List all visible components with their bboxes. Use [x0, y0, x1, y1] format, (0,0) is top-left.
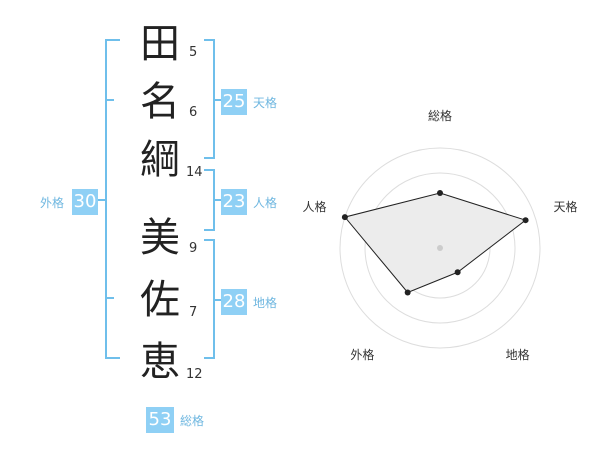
radar-ring-3 — [364, 172, 516, 324]
radar-axis-label-5: 人格 — [302, 199, 326, 214]
radar-point-2 — [522, 217, 529, 224]
radar-area — [344, 192, 527, 294]
name-char-4: 美 — [140, 215, 180, 261]
gaikaku-bracket — [98, 39, 120, 359]
name-char-6: 恵 — [140, 339, 180, 385]
stroke-count-3: 14 — [186, 165, 203, 180]
radar-axis-label-2: 天格 — [554, 199, 578, 214]
stroke-count-2: 6 — [189, 105, 198, 120]
radar-axis-label-4: 外格 — [350, 347, 374, 362]
name-char-1: 田 — [140, 21, 180, 67]
chikaku-label: 地格 — [253, 296, 278, 310]
name-char-3: 綱 — [140, 137, 180, 183]
stroke-count-5: 7 — [189, 305, 198, 320]
soukaku-value: 53 — [146, 407, 174, 433]
gaikaku-label: 外格 — [40, 196, 65, 210]
tenkaku-value: 25 — [221, 89, 247, 115]
stroke-count-4: 9 — [189, 241, 198, 256]
radar-center — [437, 245, 443, 251]
tenkaku-bracket — [204, 39, 222, 159]
stroke-count-6: 12 — [186, 367, 203, 382]
gaikaku-value: 30 — [72, 189, 98, 215]
radar-axis-label-3: 地格 — [506, 347, 530, 362]
stroke-count-1: 5 — [189, 45, 198, 60]
tenkaku-label: 天格 — [253, 96, 278, 110]
jinkaku-bracket — [204, 169, 222, 231]
soukaku-label: 総格 — [180, 414, 205, 428]
name-char-2: 名 — [140, 79, 180, 125]
radar-point-4 — [404, 289, 411, 296]
chikaku-bracket — [204, 239, 222, 359]
radar-point-5 — [341, 214, 348, 221]
radar-axis-label-1: 総格 — [428, 108, 452, 123]
radar-point-1 — [437, 190, 443, 196]
chikaku-value: 28 — [221, 289, 247, 315]
name-char-5: 佐 — [140, 277, 180, 323]
jinkaku-label: 人格 — [253, 196, 278, 210]
radar-ring-4 — [339, 147, 541, 349]
jinkaku-value: 23 — [221, 189, 247, 215]
radar-point-3 — [454, 269, 461, 276]
